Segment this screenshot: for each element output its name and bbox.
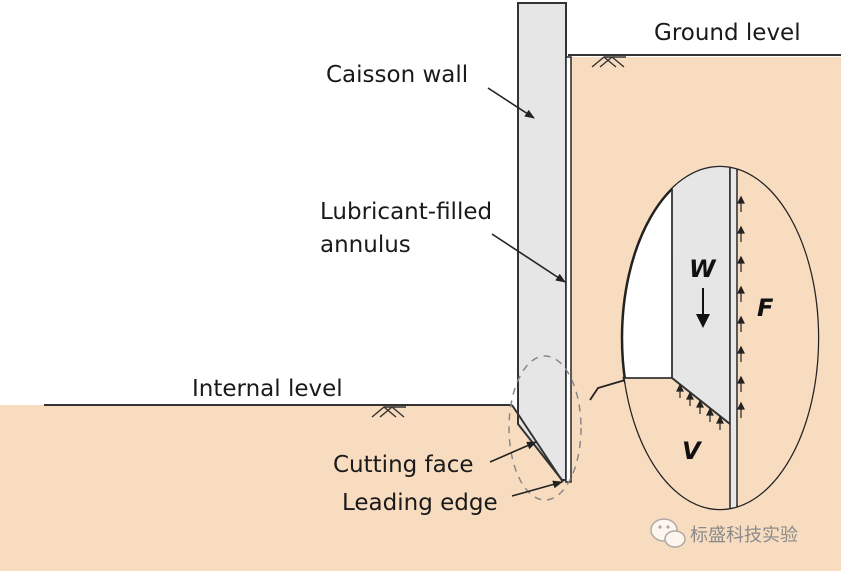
internal-level-label: Internal level (192, 376, 343, 402)
annulus-leader (491, 233, 566, 283)
annulus-label-line1: Lubricant-filled (320, 199, 492, 225)
lubricant-annulus (565, 56, 572, 483)
weight-symbol: W (689, 255, 717, 283)
base-reaction-symbol: V (682, 437, 703, 465)
cutting-face-label: Cutting face (333, 452, 474, 478)
leading-edge-leader (511, 480, 563, 497)
wechat-icon (650, 518, 686, 548)
caisson-wall (517, 2, 567, 481)
cutting-face-line (511, 404, 564, 483)
caisson-wall-label: Caisson wall (326, 62, 468, 88)
inner-soil (0, 405, 568, 571)
ground-level-symbol (591, 56, 626, 68)
detail-arrow (589, 376, 633, 401)
leading-edge-label: Leading edge (342, 490, 498, 516)
watermark-text: 标盛科技实验 (690, 525, 798, 546)
zoom-inset (620, 165, 820, 511)
internal-level-symbol (371, 406, 406, 418)
annulus-label-line2: annulus (320, 232, 411, 258)
ground-level-label: Ground level (654, 20, 801, 46)
detail-marker-ellipse (508, 355, 582, 501)
friction-symbol: F (757, 294, 774, 322)
cutting-face-leader (489, 441, 537, 463)
caisson-wall-leader (487, 87, 535, 119)
